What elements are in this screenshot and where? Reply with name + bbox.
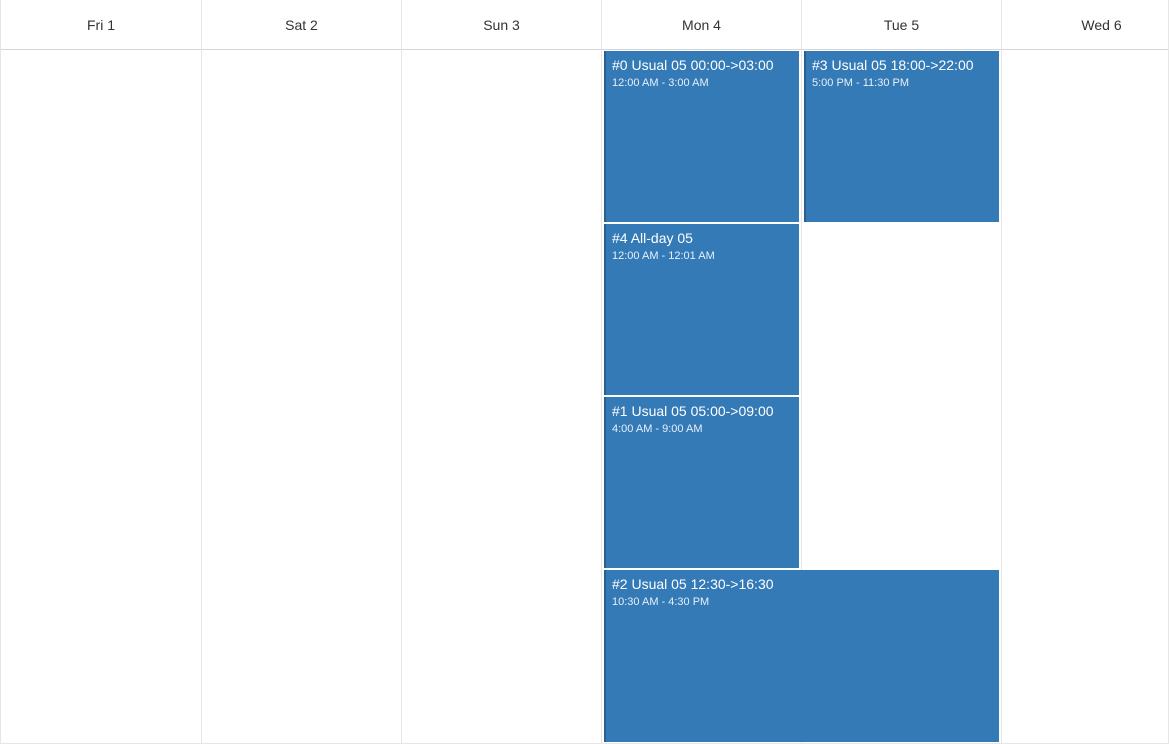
day-header-label: Wed 6 [1081, 17, 1122, 33]
day-header-wed[interactable]: Wed 6 [1001, 0, 1169, 50]
event-title: #3 Usual 05 18:00->22:00 [812, 57, 974, 73]
event-time: 4:00 AM - 9:00 AM [612, 423, 703, 435]
event-title: #0 Usual 05 00:00->03:00 [612, 57, 774, 73]
day-header-label: Mon 4 [682, 17, 721, 33]
day-column-sat[interactable] [201, 50, 401, 744]
event-time: 12:00 AM - 3:00 AM [612, 77, 709, 89]
day-column-mon[interactable] [601, 50, 801, 744]
day-header-label: Sat 2 [285, 17, 318, 33]
event-0[interactable]: #0 Usual 05 00:00->03:00 12:00 AM - 3:00… [604, 51, 799, 222]
event-4[interactable]: #4 All-day 05 12:00 AM - 12:01 AM [604, 224, 799, 395]
day-header-mon[interactable]: Mon 4 [601, 0, 801, 50]
day-column-tue[interactable] [801, 50, 1001, 744]
day-header-label: Fri 1 [87, 17, 115, 33]
event-title: #2 Usual 05 12:30->16:30 [612, 576, 774, 592]
day-header-label: Tue 5 [883, 17, 920, 33]
day-column-fri[interactable] [0, 50, 201, 744]
event-1[interactable]: #1 Usual 05 05:00->09:00 4:00 AM - 9:00 … [604, 397, 799, 568]
day-header-sun[interactable]: Sun 3 [401, 0, 601, 50]
event-3[interactable]: #3 Usual 05 18:00->22:00 5:00 PM - 11:30… [804, 51, 999, 222]
day-header-row: Fri 1 Sat 2 Sun 3 Mon 4 Tue 5 Wed 6 [0, 0, 1169, 50]
event-time: 5:00 PM - 11:30 PM [812, 77, 910, 89]
day-header-label: Sun 3 [483, 17, 520, 33]
day-column-wed[interactable] [1001, 50, 1169, 744]
day-columns: #0 Usual 05 00:00->03:00 12:00 AM - 3:00… [0, 50, 1169, 744]
event-title: #4 All-day 05 [612, 230, 693, 246]
day-column-sun[interactable] [401, 50, 601, 744]
day-header-sat[interactable]: Sat 2 [201, 0, 401, 50]
event-time: 12:00 AM - 12:01 AM [612, 250, 715, 262]
day-header-tue[interactable]: Tue 5 [801, 0, 1001, 50]
day-header-fri[interactable]: Fri 1 [0, 0, 201, 50]
event-2[interactable]: #2 Usual 05 12:30->16:30 10:30 AM - 4:30… [604, 570, 999, 742]
event-title: #1 Usual 05 05:00->09:00 [612, 403, 774, 419]
event-time: 10:30 AM - 4:30 PM [612, 596, 710, 608]
